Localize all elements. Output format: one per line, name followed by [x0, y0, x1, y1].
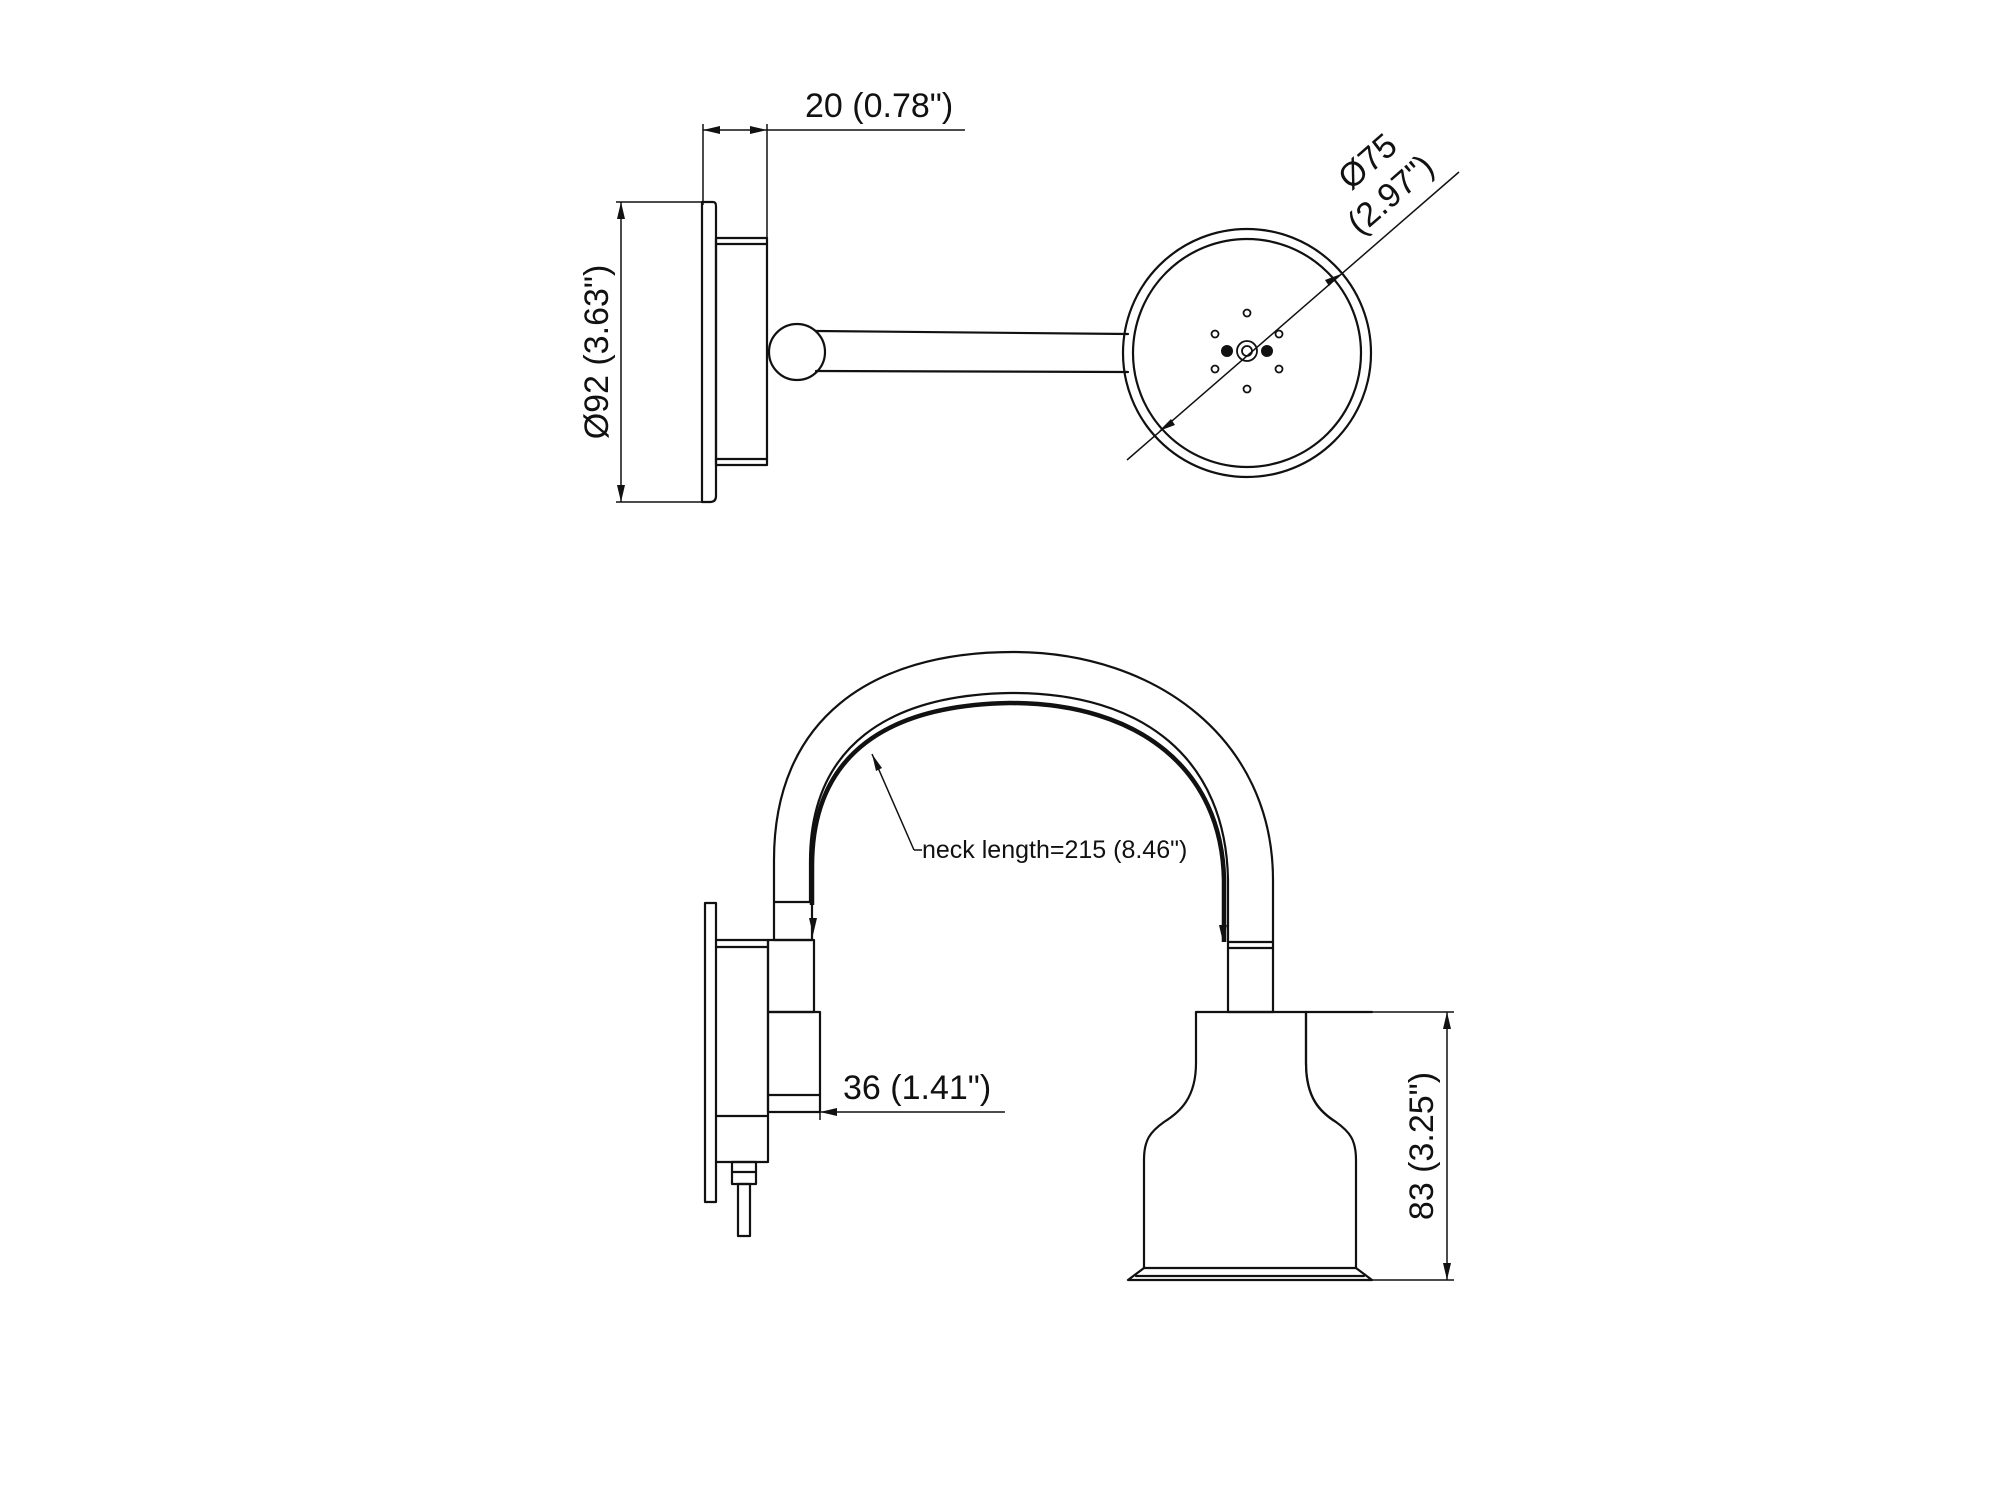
dim-neck-length: neck length=215 (8.46"): [809, 753, 1227, 942]
dim-neck-length-label: neck length=215 (8.46"): [922, 836, 1187, 864]
side-base: [703, 900, 822, 1238]
top-base: [700, 200, 769, 504]
top-view: 20 (0.78") Ø92 (3.63") Ø75 (2.97"): [578, 87, 1460, 504]
dim-top-height: Ø92 (3.63"): [578, 201, 712, 503]
side-shade: [1126, 940, 1374, 1282]
dim-base-depth: 36 (1.41"): [819, 1069, 1005, 1120]
dim-top-height-label: Ø92 (3.63"): [578, 265, 616, 440]
dim-top-width-label: 20 (0.78"): [805, 87, 953, 125]
dim-shade-height: 83 (3.25"): [1372, 1011, 1454, 1281]
dim-top-width: 20 (0.78"): [702, 87, 965, 238]
dim-base-depth-label: 36 (1.41"): [843, 1069, 991, 1107]
dim-shade-height-label: 83 (3.25"): [1403, 1072, 1441, 1220]
side-neck: [772, 650, 1275, 944]
side-view: neck length=215 (8.46") 36 (1.41") 83 (3…: [703, 650, 1454, 1282]
top-arm: [767, 322, 1130, 382]
top-lamp-head: [1121, 227, 1373, 479]
dim-head-diameter: Ø75 (2.97"): [1126, 126, 1460, 461]
